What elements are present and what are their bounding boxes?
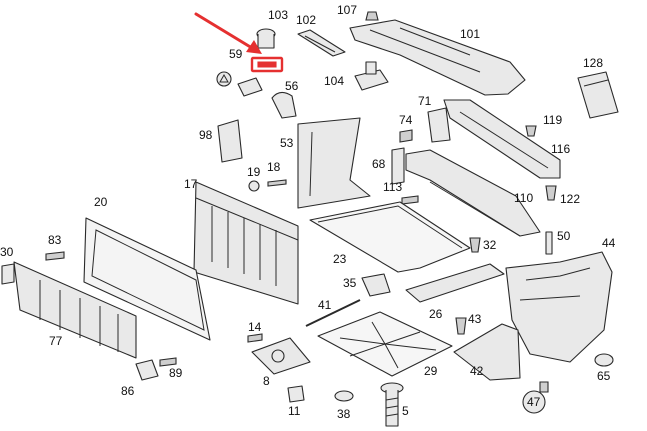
callout-42: 42 xyxy=(470,364,484,378)
highlighted-small-part xyxy=(257,61,277,68)
red-arrow xyxy=(194,12,254,50)
callout-77: 77 xyxy=(49,334,63,348)
red-highlight-box xyxy=(250,56,284,73)
part-53-side-trim xyxy=(297,117,371,209)
callout-122: 122 xyxy=(560,192,580,206)
part-107-clip xyxy=(365,11,379,21)
callout-107: 107 xyxy=(337,3,357,17)
callout-47: 47 xyxy=(527,395,541,409)
callout-86: 86 xyxy=(121,384,135,398)
red-arrow-head-icon xyxy=(246,40,262,54)
part-50-bracket xyxy=(545,231,553,255)
part-26-mat xyxy=(405,263,505,303)
part-59-bracket xyxy=(237,77,263,97)
callout-26: 26 xyxy=(429,307,443,321)
part-101-rear-shelf xyxy=(349,19,526,96)
callout-14: 14 xyxy=(248,320,262,334)
part-32-clip xyxy=(469,237,481,253)
part-42-trim xyxy=(453,323,521,381)
part-119-clip xyxy=(525,125,537,137)
part-83-screw xyxy=(45,251,65,261)
part-122-clip xyxy=(545,185,557,201)
part-89-screw xyxy=(159,357,177,367)
callout-71: 71 xyxy=(418,94,432,108)
callout-101: 101 xyxy=(460,27,480,41)
callout-labels: 103 107 102 101 59 56 104 128 71 74 119 … xyxy=(0,3,616,421)
callout-29: 29 xyxy=(424,364,438,378)
callout-116: 116 xyxy=(551,142,570,156)
part-56-bracket xyxy=(271,91,297,119)
part-65-grommet xyxy=(594,353,614,367)
callout-5: 5 xyxy=(402,404,409,418)
part-47-cap xyxy=(522,381,549,414)
part-8-jack-holder xyxy=(251,337,311,375)
part-14-screw xyxy=(247,333,263,343)
callout-65: 65 xyxy=(597,369,611,383)
part-11-bracket xyxy=(287,385,305,403)
part-35-latch xyxy=(361,273,391,297)
part-98-bracket xyxy=(217,119,243,163)
part-41-rod xyxy=(305,299,361,327)
part-44-wheel-trim xyxy=(505,251,613,363)
highlight-annotation xyxy=(194,12,284,73)
callout-17: 17 xyxy=(184,177,198,191)
callout-32: 32 xyxy=(483,238,497,252)
callout-110: 110 xyxy=(514,191,533,205)
callout-41: 41 xyxy=(318,298,332,312)
callout-35: 35 xyxy=(343,276,357,290)
callout-43: 43 xyxy=(468,312,482,326)
part-128-box xyxy=(577,71,619,119)
part-74-clip xyxy=(399,129,413,143)
part-116-rail xyxy=(443,99,561,179)
callout-104: 104 xyxy=(324,74,344,88)
part-68-bracket xyxy=(391,147,405,185)
callout-103: 103 xyxy=(268,8,288,22)
callout-50: 50 xyxy=(557,229,571,243)
callout-8: 8 xyxy=(263,374,270,388)
part-23-floor-mat xyxy=(309,201,471,273)
callout-23: 23 xyxy=(333,252,347,266)
callout-119: 119 xyxy=(543,113,562,127)
part-43-clip xyxy=(455,317,467,335)
callout-74: 74 xyxy=(399,113,413,127)
callout-59: 59 xyxy=(229,47,243,61)
callout-68: 68 xyxy=(372,157,386,171)
callout-44: 44 xyxy=(602,236,616,250)
callout-113: 113 xyxy=(383,180,402,194)
callout-102: 102 xyxy=(296,13,316,27)
part-86-bracket xyxy=(135,359,159,381)
part-30-panel xyxy=(1,263,15,285)
callout-83: 83 xyxy=(48,233,62,247)
part-103-bushing xyxy=(256,28,276,49)
part-20-frame xyxy=(83,217,211,341)
callout-56: 56 xyxy=(285,79,299,93)
part-102-strip xyxy=(297,29,346,57)
callout-128: 128 xyxy=(583,56,603,70)
callout-89: 89 xyxy=(169,366,183,380)
callout-98: 98 xyxy=(199,128,213,142)
callout-18: 18 xyxy=(267,160,281,174)
part-19-washer xyxy=(248,180,260,192)
part-5-bolt xyxy=(380,382,404,427)
part-110-rail xyxy=(405,149,541,237)
part-71-bracket xyxy=(427,107,451,143)
callout-30: 30 xyxy=(0,245,14,259)
part-18-screw xyxy=(267,179,287,187)
callout-19: 19 xyxy=(247,165,261,179)
callout-38: 38 xyxy=(337,407,351,421)
part-104-latch xyxy=(354,61,389,91)
callout-53: 53 xyxy=(280,136,294,150)
part-59-knob xyxy=(216,71,232,87)
part-17-rear-panel xyxy=(193,181,299,305)
part-113-screw xyxy=(401,195,419,205)
part-29-wheel-well xyxy=(317,311,453,377)
callout-11: 11 xyxy=(288,404,301,418)
callout-20: 20 xyxy=(94,195,108,209)
part-38-washer xyxy=(334,390,354,402)
part-77-partition xyxy=(13,261,137,359)
